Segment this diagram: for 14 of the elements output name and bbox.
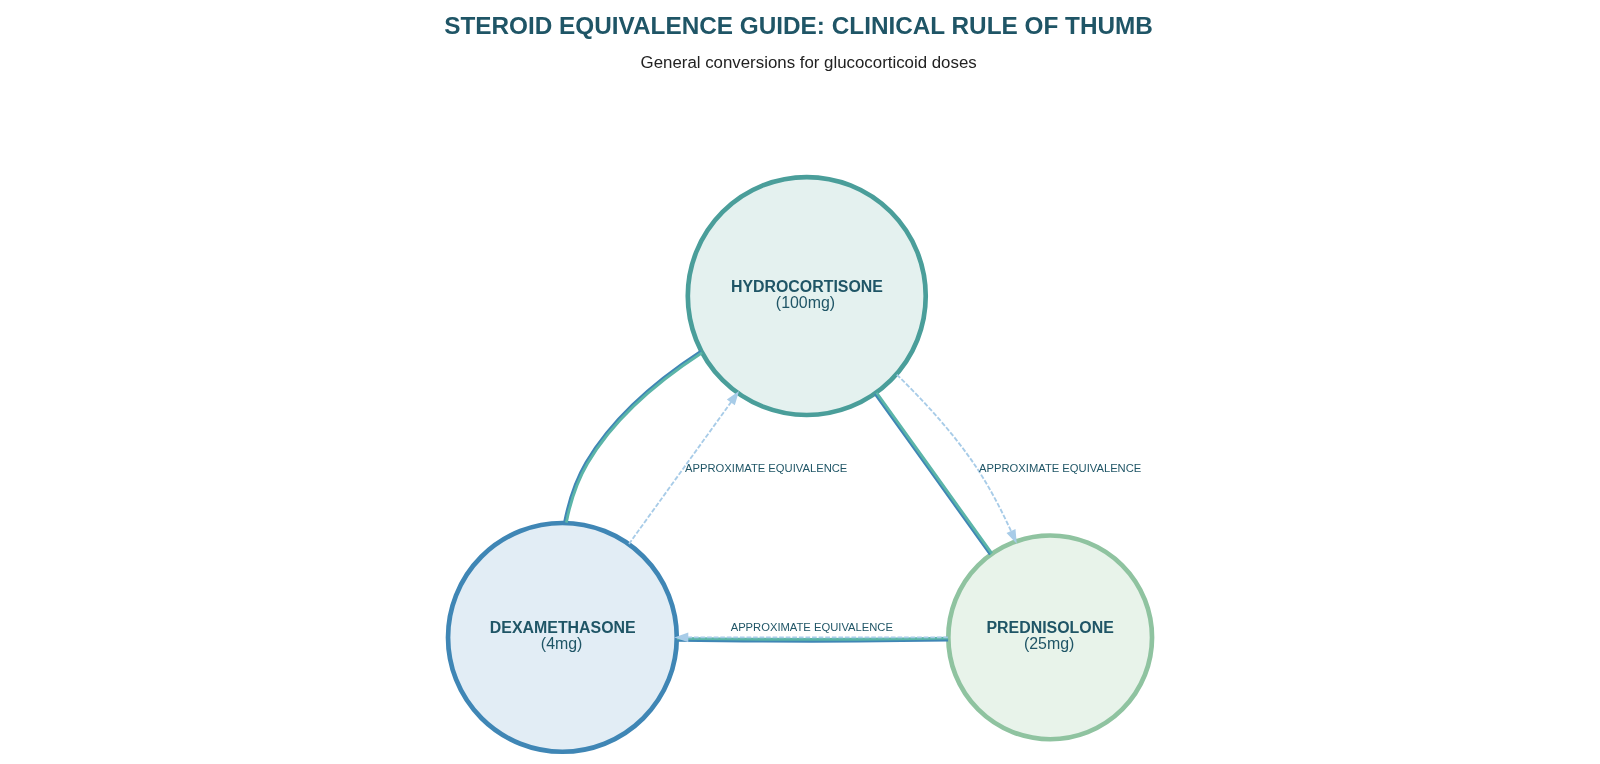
edge-label: APPROXIMATE EQUIVALENCE: [979, 461, 1142, 474]
connector: [873, 391, 993, 556]
connector: [677, 636, 949, 643]
arrow: [628, 391, 740, 545]
connector: [563, 350, 703, 523]
label: General conversions for glucocorticoid doses: [640, 52, 977, 72]
diagram-title: STEROID EQUIVALENCE GUIDE: CLINICAL RULE OF THUMB: [444, 12, 1153, 40]
edge-label: APPROXIMATE EQUIVALENCE: [685, 461, 848, 474]
edge-label: APPROXIMATE EQUIVALENCE: [730, 621, 893, 634]
node-circle: DEXAMETHASONE (4mg): [445, 520, 680, 755]
node-circle: HYDROCORTISONE (100mg): [685, 174, 929, 418]
arrow: [674, 632, 949, 643]
arrow: [895, 373, 1017, 544]
node-circle: PREDNISOLONE (25mg): [946, 533, 1155, 742]
